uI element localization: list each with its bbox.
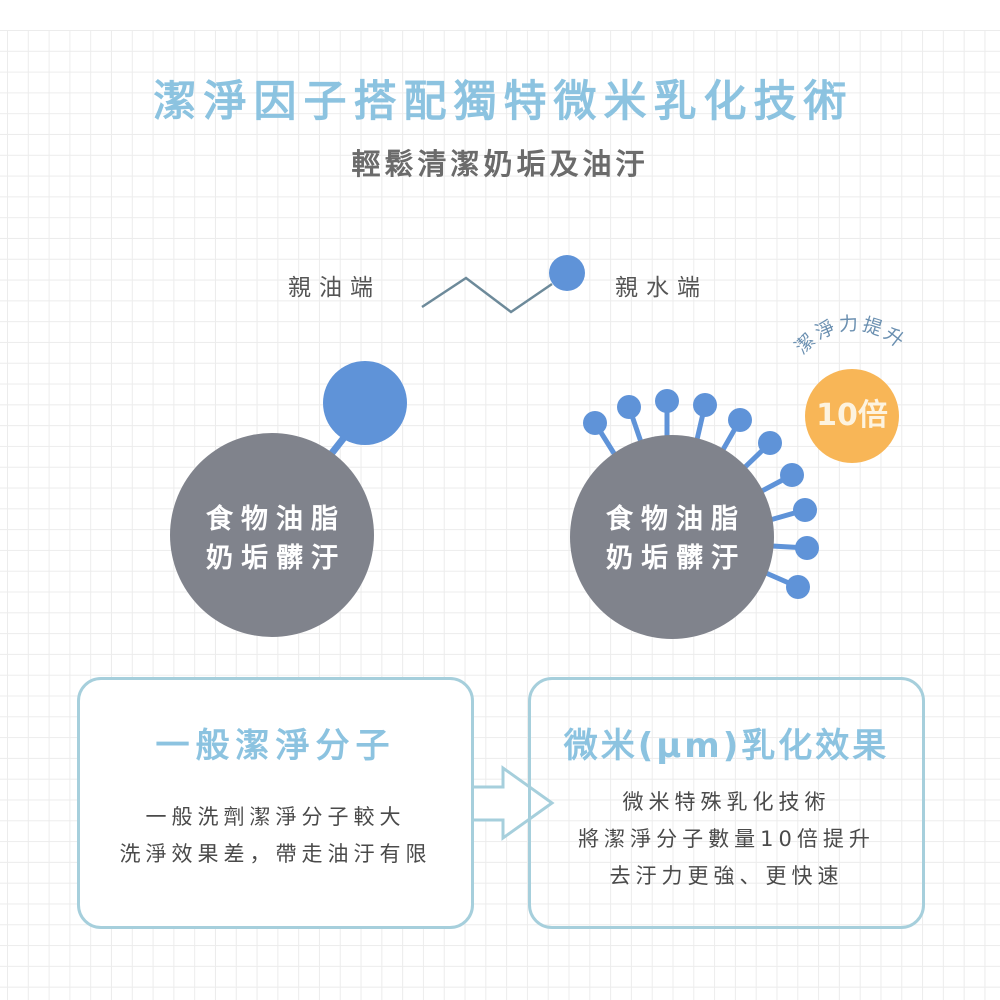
- page-subtitle: 輕鬆清潔奶垢及油汙: [351, 147, 649, 181]
- micro-card-line: 去汙力更強、更快速: [609, 864, 844, 888]
- standard-molecule-card: 一般潔淨分子 一般洗劑潔淨分子較大 洗淨效果差，帶走油汙有限: [77, 677, 474, 929]
- badge-circle: [805, 369, 899, 463]
- dirt-label-right: 食物油脂 奶垢髒汙: [570, 500, 774, 578]
- badge-arc-text: 潔淨力提升: [791, 313, 911, 359]
- large-surfactant-molecule-icon: [323, 361, 407, 461]
- standard-card-title: 一般潔淨分子: [155, 726, 396, 766]
- micro-emulsion-card: 微米(μm)乳化效果 微米特殊乳化技術 將潔淨分子數量10倍提升 去汙力更強、更…: [528, 677, 925, 929]
- standard-card-line: 一般洗劑潔淨分子較大: [145, 805, 406, 829]
- dirt-label-left-line2: 奶垢髒汙: [206, 543, 346, 574]
- standard-card-body: 一般洗劑潔淨分子較大 洗淨效果差，帶走油汙有限: [80, 799, 471, 873]
- dirt-label-right-line1: 食物油脂: [606, 504, 746, 535]
- hydrophilic-end-label: 親水端: [615, 275, 708, 301]
- lipophilic-end-label: 親油端: [288, 275, 381, 301]
- dirt-label-left: 食物油脂 奶垢髒汙: [170, 500, 374, 578]
- micro-card-body: 微米特殊乳化技術 將潔淨分子數量10倍提升 去汙力更強、更快速: [531, 784, 922, 895]
- dirt-label-right-line2: 奶垢髒汙: [606, 543, 746, 574]
- micro-card-line: 將潔淨分子數量10倍提升: [578, 827, 875, 851]
- surfactant-molecule-icon: [421, 255, 585, 314]
- arrow-right-icon: [468, 765, 555, 841]
- standard-card-line: 洗淨效果差，帶走油汙有限: [119, 842, 432, 866]
- dirt-label-left-line1: 食物油脂: [206, 504, 346, 535]
- page-title: 潔淨因子搭配獨特微米乳化技術: [153, 77, 854, 127]
- micro-card-line: 微米特殊乳化技術: [622, 790, 831, 814]
- badge-value: 10倍: [816, 398, 888, 433]
- dirt-circle-left: [170, 433, 374, 637]
- dirt-circle-right: [570, 435, 774, 639]
- micro-card-title: 微米(μm)乳化效果: [563, 726, 890, 766]
- micro-surfactant-molecules-icon: [583, 389, 819, 599]
